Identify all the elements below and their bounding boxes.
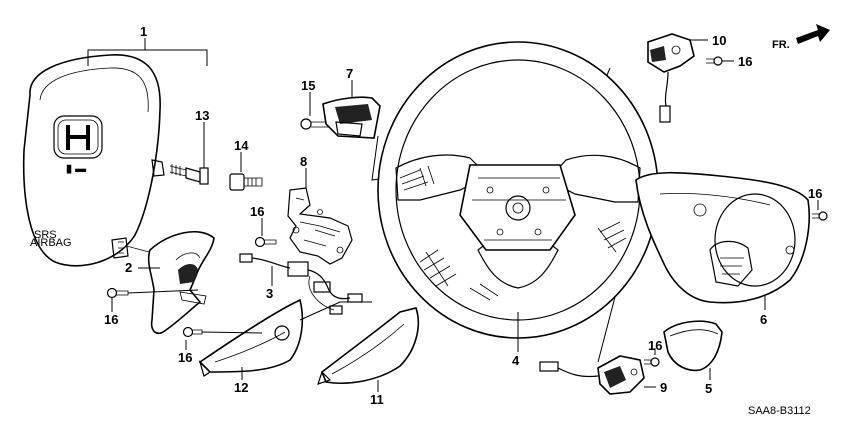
callout-16-lower: 16 [178,350,192,365]
screw-16-right[interactable] [812,211,828,221]
airbag-brand-text: ▮ ▬ [66,163,86,175]
callout-16-right: 16 [808,186,822,201]
diagram-code: SAA8-B3112 [748,405,811,417]
airbag-module[interactable]: ▮ ▬ SRS AIRBAG [22,54,165,267]
front-direction-label: FR. [772,39,790,51]
screw-15[interactable] [300,118,329,130]
callout-1: 1 [140,24,147,39]
front-direction-indicator: FR. [772,24,830,51]
callout-5: 5 [705,381,712,396]
callout-6: 6 [760,312,767,327]
callout-13: 13 [195,108,209,123]
screw-16-upper-right[interactable] [706,56,723,66]
screw-16-left[interactable] [106,287,129,299]
callout-14: 14 [234,138,249,153]
rear-cover-6[interactable] [635,171,810,304]
bolt-13[interactable] [169,164,209,185]
cover-7[interactable] [322,96,381,139]
callout-2: 2 [125,260,132,275]
callout-15: 15 [301,78,315,93]
front-arrow-icon [796,24,830,44]
callout-7: 7 [346,66,353,81]
callout-4: 4 [512,353,520,368]
screw-16-center[interactable] [254,236,277,248]
switch-9[interactable] [539,355,645,395]
small-cover-5[interactable] [663,320,723,372]
left-cover-2[interactable] [147,230,215,335]
lower-cover-12[interactable] [198,298,304,377]
lower-cover-11[interactable] [317,307,420,385]
screw-16-lower-right[interactable] [644,357,660,367]
callout-8: 8 [300,154,307,169]
screw-16-lower[interactable] [182,326,203,338]
switch-10[interactable] [647,33,695,123]
callout-16-upper-right: 16 [738,54,752,69]
steering-wheel-4[interactable] [377,41,659,339]
callout-11: 11 [370,392,384,407]
callout-16-left: 16 [104,312,118,327]
nut-14[interactable] [229,173,263,191]
callout-12: 12 [234,380,248,395]
srs-mark: SRS [34,229,57,241]
callout-16-center: 16 [250,204,264,219]
callout-16-lower-right: 16 [648,338,662,353]
airbag-mark: AIRBAG [30,237,72,249]
callout-9: 9 [660,380,667,395]
bracket-8[interactable] [287,187,353,265]
callout-3: 3 [266,286,273,301]
callout-10: 10 [712,33,726,48]
